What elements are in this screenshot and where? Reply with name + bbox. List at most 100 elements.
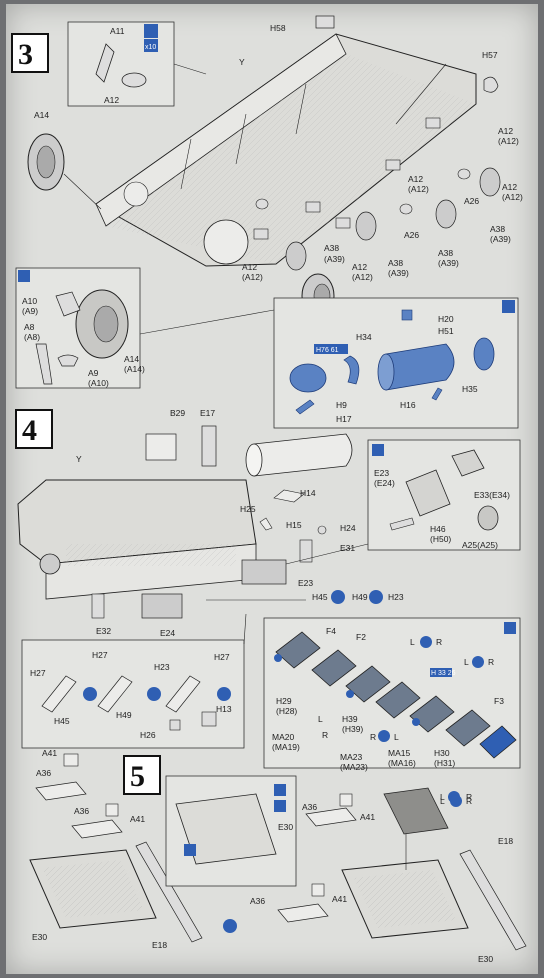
label-h27-1: H27 bbox=[30, 668, 46, 678]
label-a12: A12 bbox=[104, 95, 119, 105]
label-ma23: MA23 bbox=[340, 752, 362, 762]
step-5-number: 5 bbox=[130, 760, 145, 793]
paint-ref-label: H 33 26 bbox=[431, 670, 456, 677]
label-a12-3: A12 bbox=[242, 262, 257, 272]
label-h29: H29 bbox=[276, 696, 292, 706]
label-a38-4-alt: (A39) bbox=[388, 268, 409, 278]
label-h35: H35 bbox=[462, 384, 478, 394]
part-h35 bbox=[473, 337, 495, 371]
label-h27-2: H27 bbox=[92, 650, 108, 660]
lr-l: L bbox=[318, 714, 323, 724]
label-a14-detail-alt: (A14) bbox=[124, 364, 145, 374]
part-h57 bbox=[483, 76, 499, 93]
part-h34 bbox=[343, 355, 360, 385]
label-a14-left: A14 bbox=[34, 110, 49, 120]
label-a12-4-alt: (A12) bbox=[352, 272, 373, 282]
paint-icon bbox=[217, 687, 231, 701]
label-h24: H24 bbox=[340, 523, 356, 533]
part-e18-left bbox=[135, 841, 203, 943]
label-e30-inset: E30 bbox=[278, 822, 293, 832]
lr-l: L bbox=[464, 657, 469, 667]
label-a26-1: A26 bbox=[464, 196, 479, 206]
label-f4: F4 bbox=[326, 626, 336, 636]
paint-icon bbox=[83, 687, 97, 701]
label-e24: E24 bbox=[160, 628, 175, 638]
quantity-label: x10 bbox=[145, 44, 156, 51]
label-a8-alt: (A8) bbox=[24, 332, 40, 342]
glue-icon bbox=[372, 444, 384, 456]
suspension-parts bbox=[253, 117, 501, 271]
label-a41-1: A41 bbox=[42, 748, 57, 758]
glue-icon bbox=[504, 622, 516, 634]
label-e32: E32 bbox=[96, 626, 111, 636]
part-e24 bbox=[141, 593, 183, 619]
paint-ref-label: H76 61 bbox=[316, 347, 339, 354]
part-h9 bbox=[289, 363, 327, 393]
label-a12-4: A12 bbox=[352, 262, 367, 272]
part-b29 bbox=[145, 433, 177, 461]
step-5: 5 A41 A36 A36 A41 E30 E18 E30 A36 A41 L … bbox=[29, 748, 527, 964]
label-h39-alt: (H39) bbox=[342, 724, 363, 734]
lr-l: L bbox=[394, 732, 399, 742]
label-h14: H14 bbox=[300, 488, 316, 498]
step-3-box bbox=[11, 33, 49, 73]
paint-ref-badge bbox=[430, 668, 452, 677]
label-h51: H51 bbox=[438, 326, 454, 336]
label-a10: A10 bbox=[22, 296, 37, 306]
label-h30-alt: (H31) bbox=[434, 758, 455, 768]
label-h57: H57 bbox=[482, 50, 498, 60]
label-a36-4: A36 bbox=[250, 896, 265, 906]
label-a36-1: A36 bbox=[36, 768, 51, 778]
label-a41-4: A41 bbox=[332, 894, 347, 904]
step-3: 3 x10 A11 A12 Y H58 H57 A14 bbox=[11, 15, 523, 429]
glue-icon bbox=[18, 270, 30, 282]
part-h20 bbox=[401, 309, 413, 321]
glue-icon bbox=[144, 24, 158, 38]
label-f3: F3 bbox=[494, 696, 504, 706]
label-h9: H9 bbox=[336, 400, 347, 410]
lr-l: L bbox=[440, 792, 445, 802]
part-e32 bbox=[91, 593, 105, 619]
lr-r: R bbox=[466, 792, 472, 802]
label-e30-left: E30 bbox=[32, 932, 47, 942]
label-h15: H15 bbox=[286, 520, 302, 530]
label-e18-left: E18 bbox=[152, 940, 167, 950]
label-h29-alt: (H28) bbox=[276, 706, 297, 716]
hull-wheel-arch bbox=[203, 219, 249, 265]
label-e18-right: E18 bbox=[498, 836, 513, 846]
part-h14 bbox=[273, 489, 305, 503]
label-a11: A11 bbox=[110, 26, 125, 36]
track-links bbox=[274, 631, 517, 759]
part-h58 bbox=[315, 15, 335, 29]
label-a36-2: A36 bbox=[74, 806, 89, 816]
part-a12 bbox=[121, 72, 147, 88]
label-ma20-alt: (MA19) bbox=[272, 742, 300, 752]
label-e23-inset-alt: (E24) bbox=[374, 478, 395, 488]
paint-icon bbox=[369, 590, 383, 604]
lr-r: R bbox=[488, 657, 494, 667]
part-h46 bbox=[389, 517, 415, 531]
label-a38-3-alt: (A39) bbox=[438, 258, 459, 268]
part-e23 bbox=[241, 559, 287, 585]
label-h45-inset: H45 bbox=[54, 716, 70, 726]
assembly-diagram: 3 x10 A11 A12 Y H58 H57 A14 bbox=[11, 15, 527, 964]
label-h49-inset: H49 bbox=[116, 710, 132, 720]
label-a8: A8 bbox=[24, 322, 35, 332]
label-a26-2: A26 bbox=[404, 230, 419, 240]
paint-icon bbox=[184, 844, 196, 856]
part-h16 bbox=[431, 387, 443, 401]
label-a9: A9 bbox=[88, 368, 99, 378]
label-a12-1-alt: (A12) bbox=[498, 136, 519, 146]
quantity-badge bbox=[144, 39, 158, 52]
part-e17 bbox=[201, 425, 217, 467]
step-4-box bbox=[15, 409, 53, 449]
paint-icon bbox=[223, 919, 237, 933]
label-e23: E23 bbox=[298, 578, 313, 588]
label-h27-3: H27 bbox=[214, 652, 230, 662]
label-ma23-alt: (MA23) bbox=[340, 762, 368, 772]
label-a41-3: A41 bbox=[360, 812, 375, 822]
label-b29: B29 bbox=[170, 408, 185, 418]
lr-r-5: R bbox=[466, 796, 472, 806]
label-a12-5: A12 bbox=[502, 182, 517, 192]
label-ma15-alt: (MA16) bbox=[388, 758, 416, 768]
